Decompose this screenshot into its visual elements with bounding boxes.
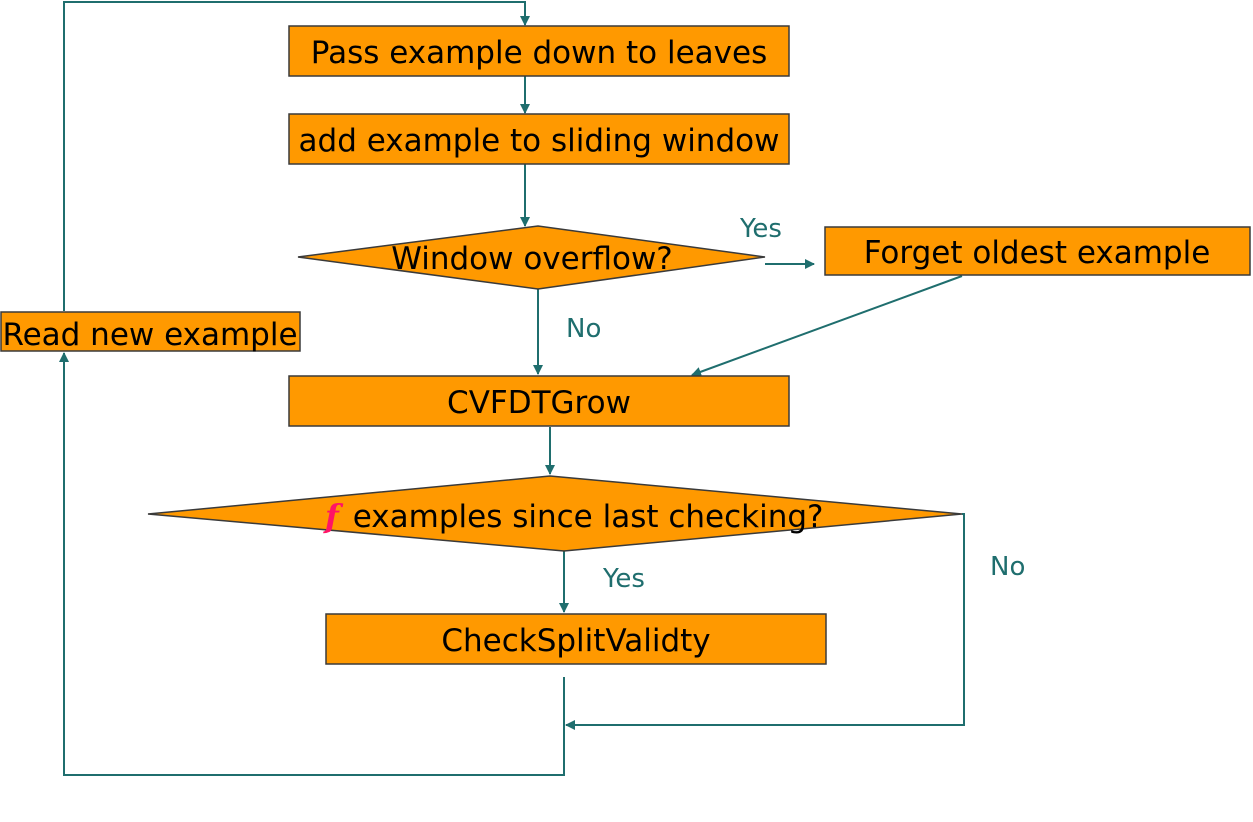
label-fcheck-yes: Yes — [602, 564, 645, 594]
f-variable: f — [323, 497, 344, 535]
node-forget-oldest-label: Forget oldest example — [864, 235, 1211, 271]
label-overflow-yes: Yes — [739, 214, 782, 244]
f-examples-text: examples since last checking? — [353, 499, 824, 535]
node-pass-example-label: Pass example down to leaves — [311, 35, 767, 71]
label-fcheck-no: No — [990, 552, 1025, 582]
node-forget-oldest: Forget oldest example — [824, 226, 1251, 276]
node-window-overflow-label: Window overflow? — [391, 241, 673, 277]
node-pass-example: Pass example down to leaves — [288, 25, 790, 77]
node-add-example-label: add example to sliding window — [299, 123, 780, 159]
label-overflow-no: No — [566, 314, 601, 344]
node-cvfdt-grow: CVFDTGrow — [288, 375, 790, 427]
node-add-example: add example to sliding window — [288, 113, 790, 165]
node-read-new: Read new example — [0, 311, 301, 353]
edge-forget-to-grow — [691, 275, 963, 377]
edge-read-to-pass — [63, 1, 530, 311]
edge-fcheck-no — [565, 513, 965, 730]
node-check-split: CheckSplitValidty — [325, 613, 827, 665]
node-window-overflow: Window overflow? — [297, 225, 766, 290]
node-check-split-label: CheckSplitValidty — [441, 623, 710, 659]
node-read-new-label: Read new example — [2, 317, 297, 353]
node-cvfdt-grow-label: CVFDTGrow — [447, 385, 631, 421]
edge-check-to-read — [59, 352, 565, 776]
